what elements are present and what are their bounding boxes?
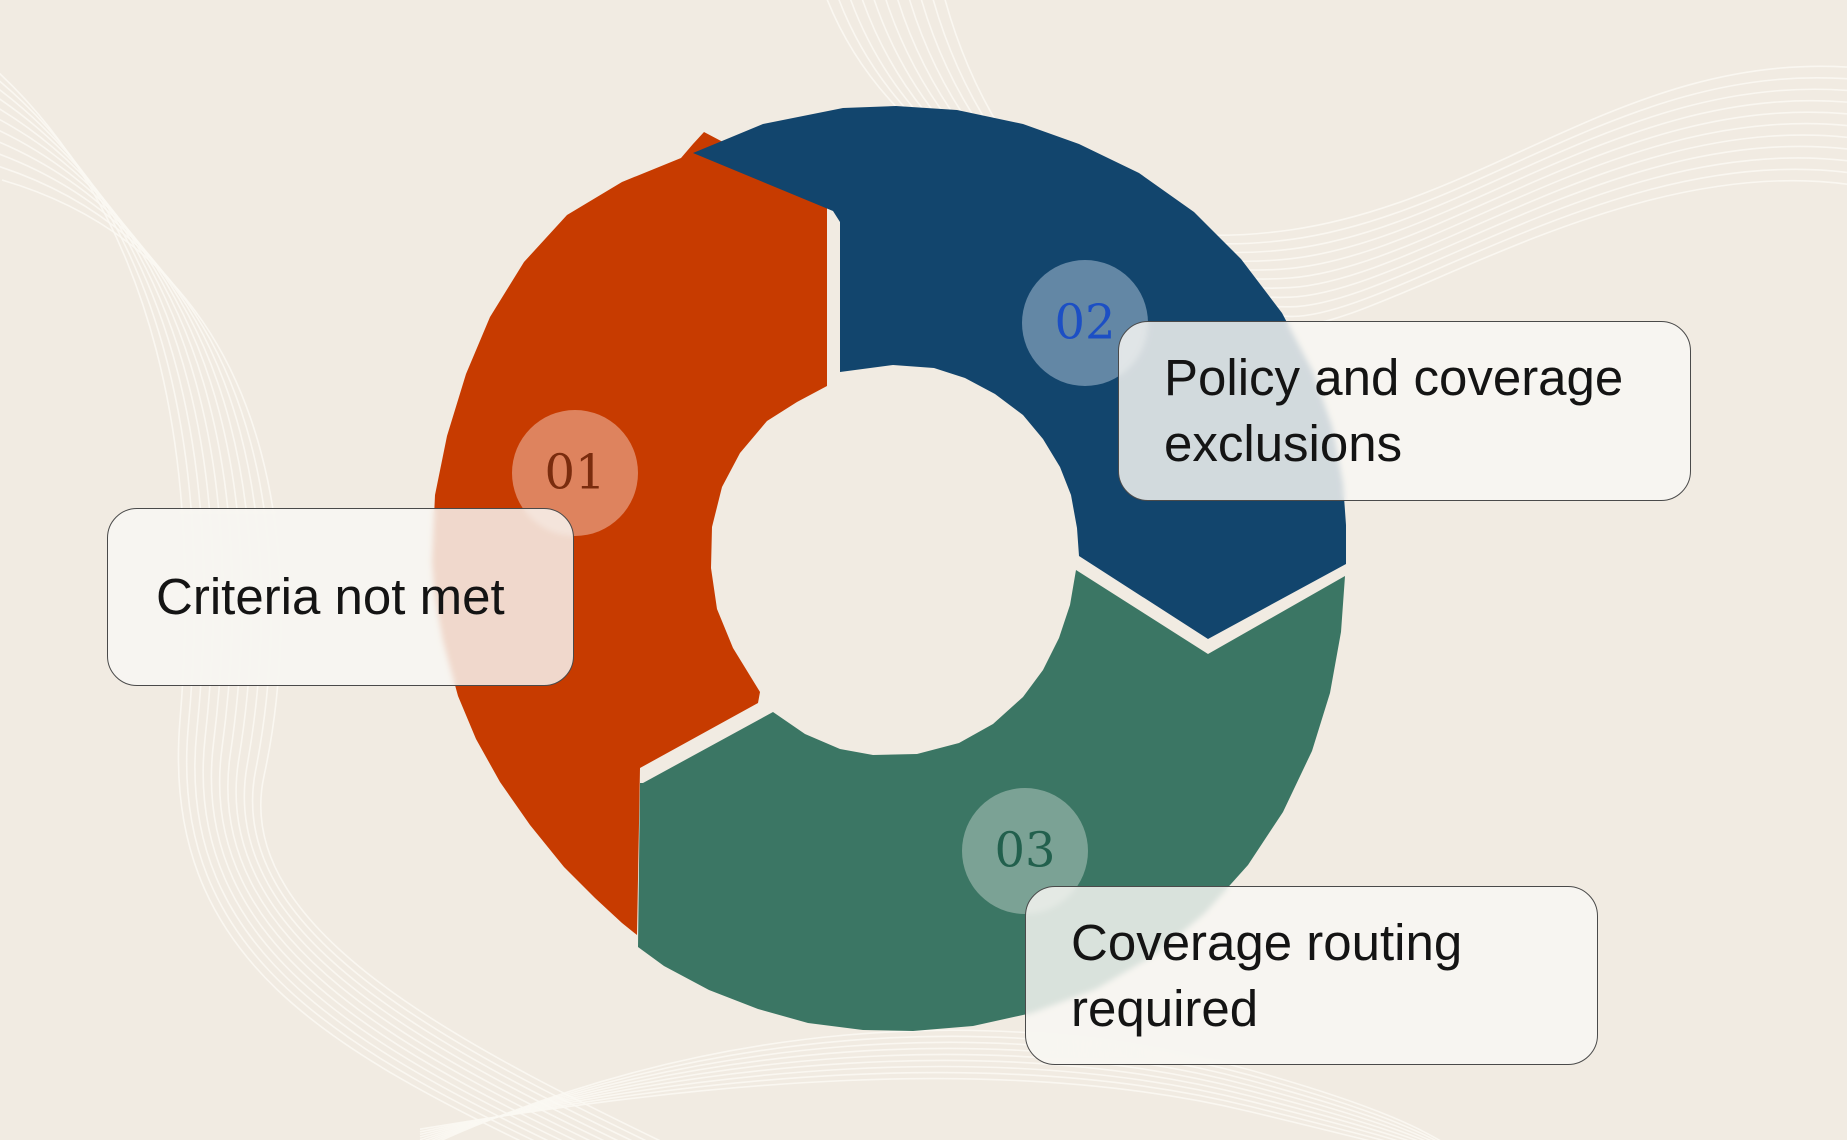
label-text-03: Coverage routing required [1071, 913, 1463, 1037]
badge-02: 02 [1022, 260, 1148, 386]
label-card-02: Policy and coverage exclusions [1118, 321, 1691, 501]
label-text-01: Criteria not met [156, 568, 505, 625]
badge-03: 03 [962, 788, 1088, 914]
step-number-02: 02 [1054, 295, 1115, 351]
segment-01-criteria [432, 132, 827, 935]
segment-02-policy [693, 106, 1346, 639]
step-number-01: 01 [544, 445, 605, 501]
badge-01: 01 [512, 410, 638, 536]
step-number-03: 03 [994, 823, 1055, 879]
label-text-02: Policy and coverage exclusions [1164, 349, 1624, 472]
label-card-01: Criteria not met [107, 508, 574, 686]
label-card-03: Coverage routing required [1025, 886, 1598, 1065]
